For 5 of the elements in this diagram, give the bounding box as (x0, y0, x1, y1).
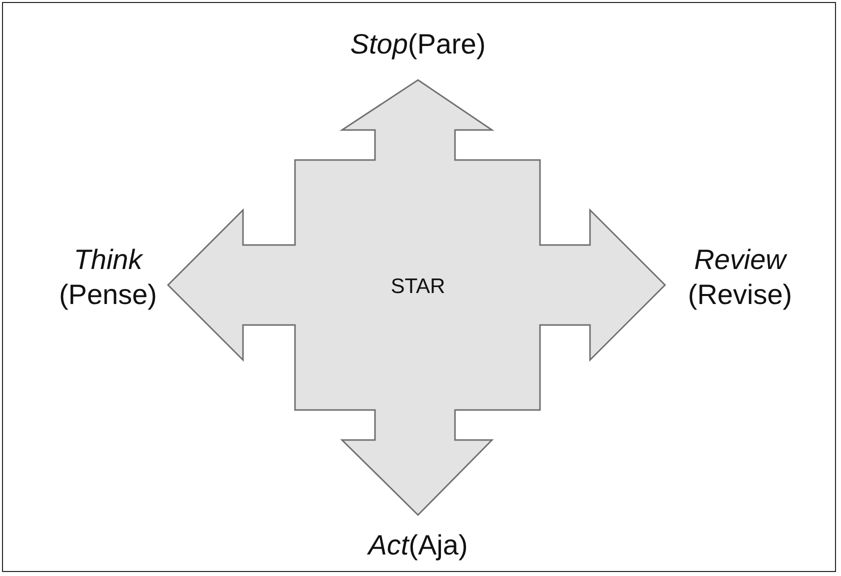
direction-label: Review (Revise) (686, 243, 794, 312)
direction-label: Think (Pense) (58, 243, 158, 312)
center-label: STAR (390, 275, 446, 299)
direction-label: Act(Aja) (366, 528, 469, 562)
direction-label: Stop(Pare) (349, 28, 487, 62)
